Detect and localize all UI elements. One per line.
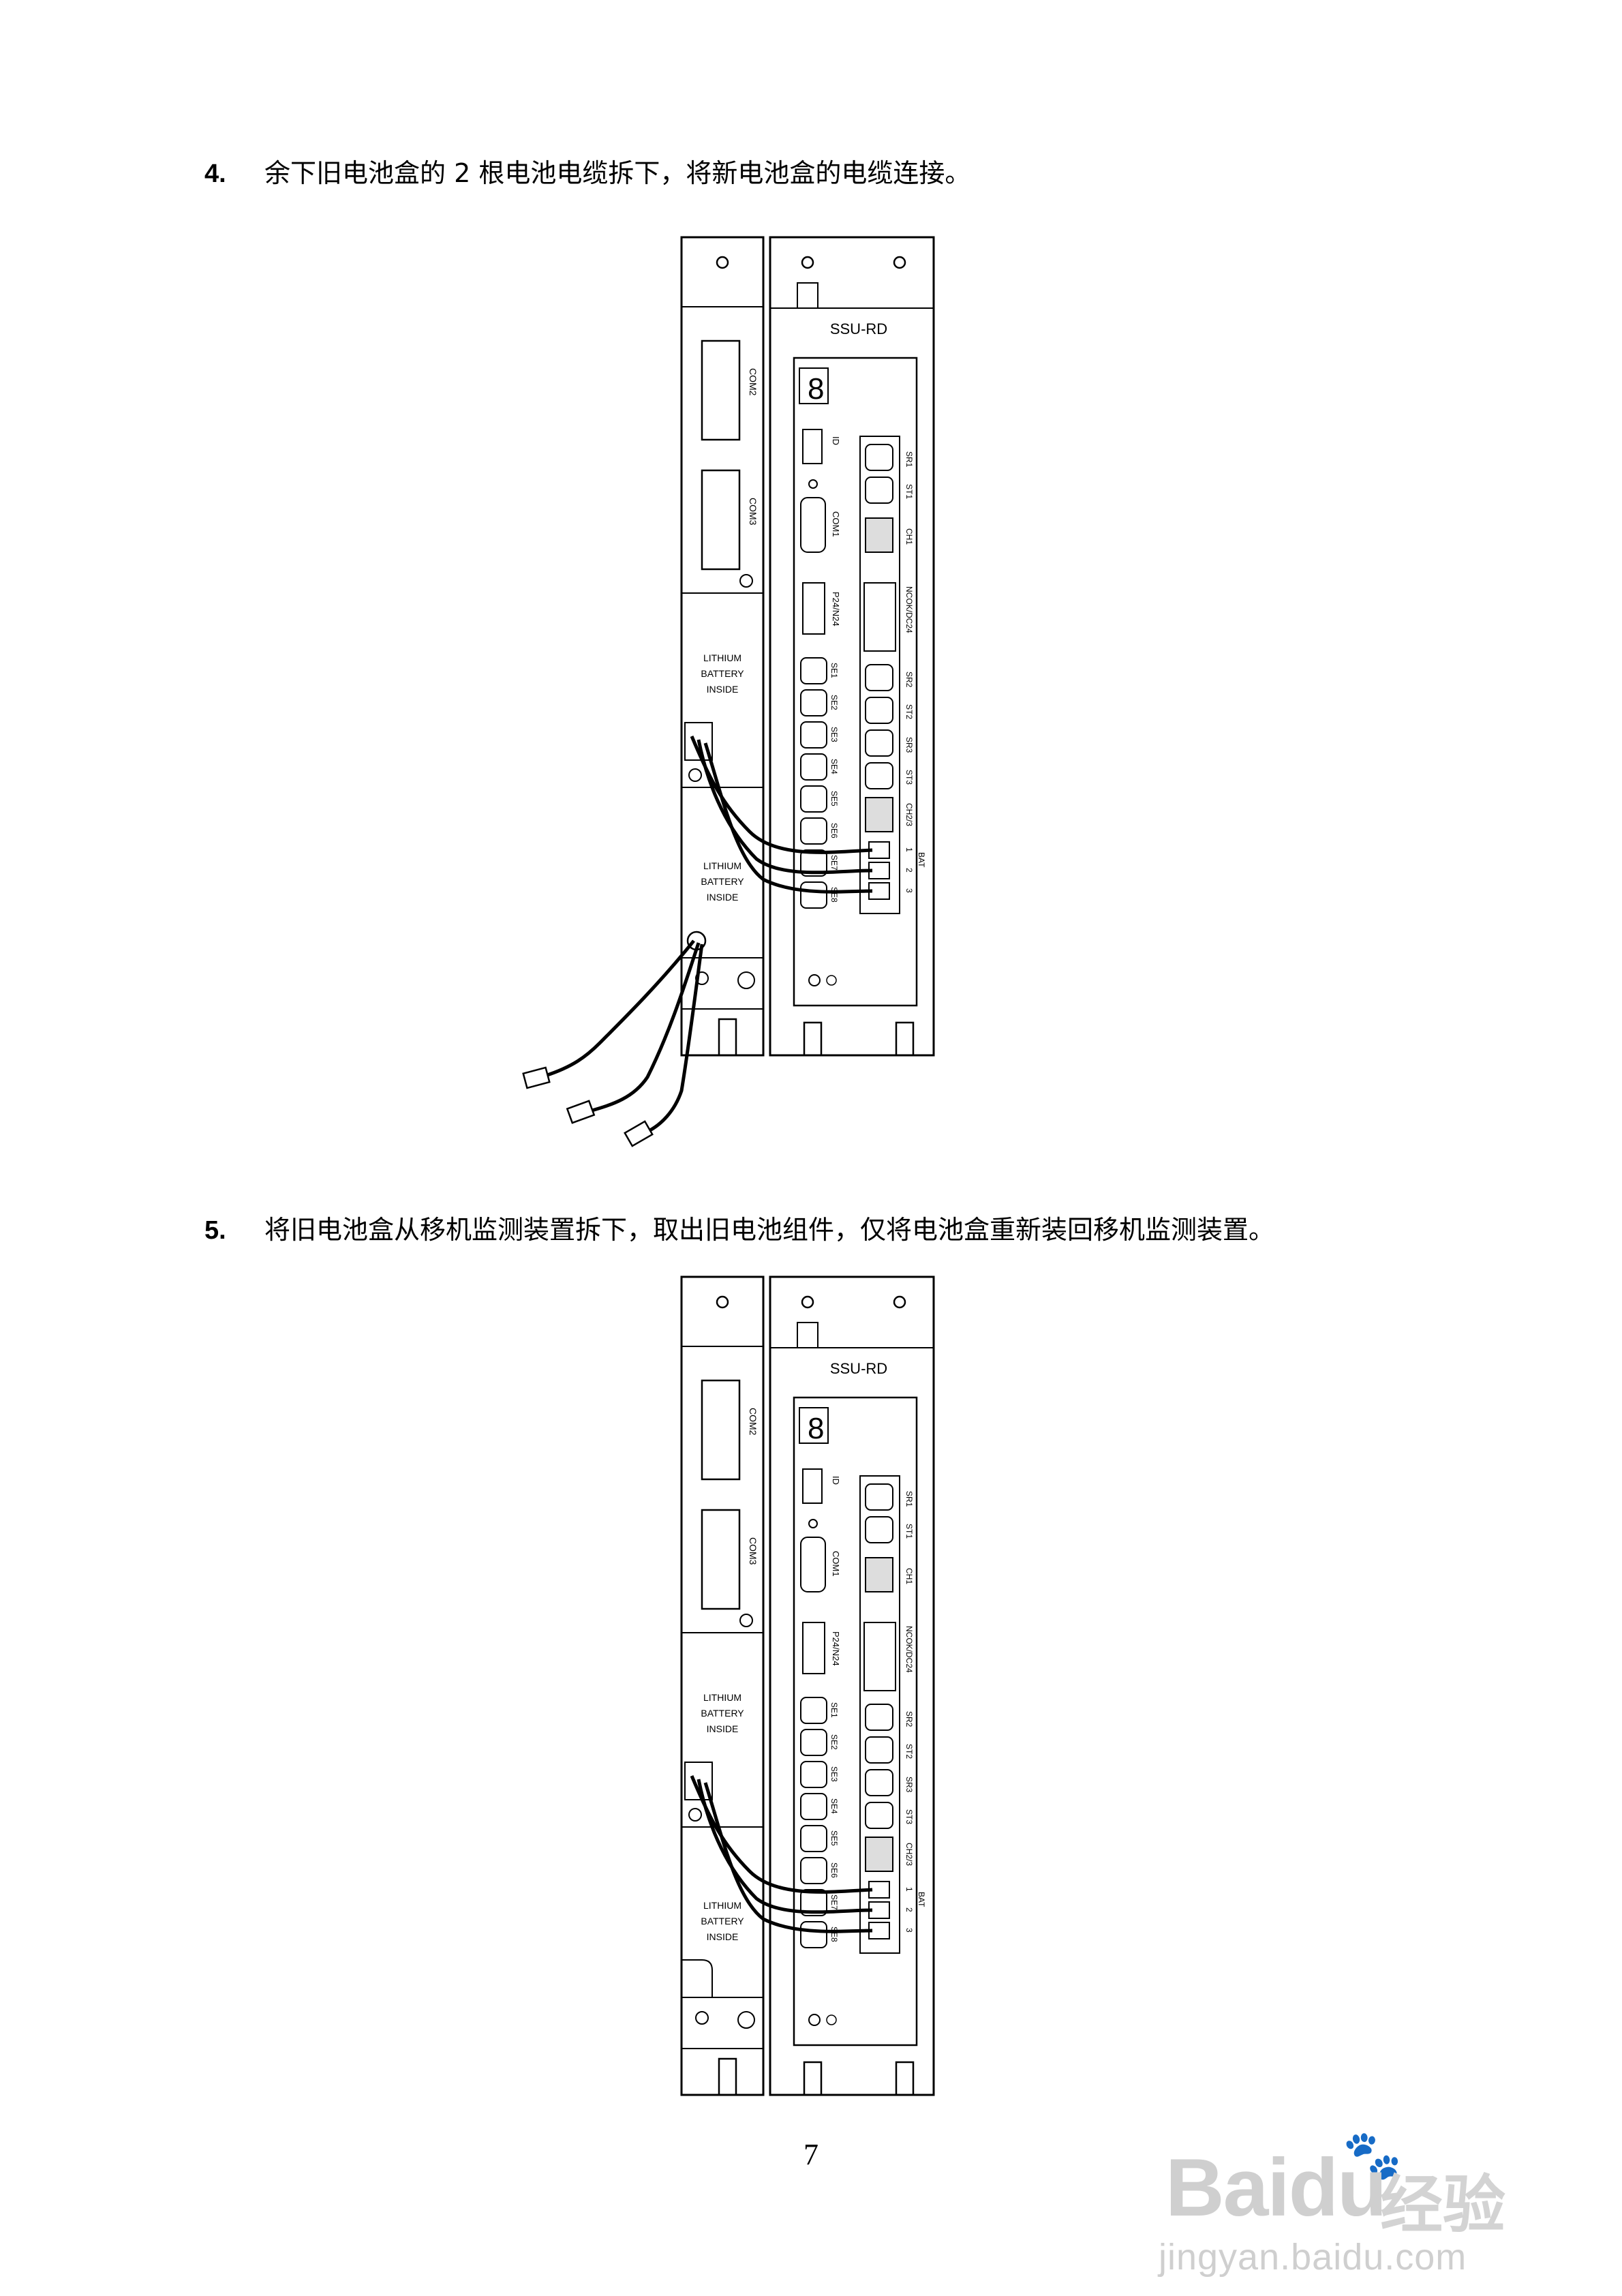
device-diagram-svg-2: COM2 COM3 LITHIUM BATTERY INSIDE LITHIUM…: [680, 1275, 935, 2096]
battery2-label-line1: LITHIUM: [703, 1900, 741, 1911]
st3-label: ST3: [904, 770, 914, 785]
baidu-jingyan-watermark: 🐾 Baidu 经验 jingyan.baidu.com: [1152, 2127, 1574, 2284]
st1-label: ST1: [904, 1524, 914, 1539]
battery2-label-line3: INSIDE: [707, 1931, 739, 1942]
st2-label: ST2: [904, 704, 914, 719]
sr1-label: SR1: [904, 1491, 914, 1507]
paw-icon: 🐾: [1343, 2127, 1403, 2183]
display-digit: 8: [808, 1412, 824, 1445]
unit-label: SSU-RD: [830, 1360, 887, 1377]
battery-label-line1: LITHIUM: [703, 652, 741, 663]
se2-label: SE2: [829, 1734, 839, 1750]
display-digit: 8: [808, 372, 824, 406]
sr2-label: SR2: [904, 671, 914, 688]
sr3-label: SR3: [904, 737, 914, 753]
com2-label: COM2: [748, 368, 759, 396]
step-text: 将旧电池盒从移机监测装置拆下，取出旧电池组件，仅将电池盒重新装回移机监测装置。: [264, 1215, 1275, 1245]
step-number: 5.: [204, 1216, 226, 1245]
se6-label: SE6: [829, 1862, 839, 1878]
bat-num-3: 3: [904, 888, 914, 893]
battery-label-line3: INSIDE: [707, 684, 739, 695]
se5-label: SE5: [829, 1830, 839, 1846]
sr1-label: SR1: [904, 451, 914, 468]
com1-label: COM1: [831, 511, 841, 537]
bat-label: BAT: [917, 1892, 926, 1907]
sr3-label: SR3: [904, 1777, 914, 1793]
watermark-url: jingyan.baidu.com: [1159, 2237, 1467, 2278]
se1-label: SE1: [829, 1702, 839, 1718]
watermark-logo-cn: 经验: [1380, 2169, 1506, 2241]
battery2-label-line2: BATTERY: [701, 876, 744, 887]
se4-label: SE4: [829, 759, 839, 774]
ch23-label: CH2/3: [904, 803, 914, 826]
ncok-label: NCOK/DC24: [904, 1626, 914, 1673]
device-diagram-svg: COM2 COM3 LITHIUM BATTERY INSIDE LITHIUM…: [522, 236, 935, 1147]
se6-label: SE6: [829, 823, 839, 839]
se4-label: SE4: [829, 1798, 839, 1814]
bat-label: BAT: [917, 852, 926, 868]
watermark-logo: Baidu: [1165, 2142, 1387, 2233]
sr2-label: SR2: [904, 1711, 914, 1727]
p24-label: P24/N24: [831, 1631, 841, 1666]
bat-num-2: 2: [904, 868, 914, 873]
battery-cable-diagram-reinstalled: COM2 COM3 LITHIUM BATTERY INSIDE LITHIUM…: [477, 1271, 954, 2110]
st1-label: ST1: [904, 484, 914, 499]
id-label: ID: [831, 436, 841, 445]
com2-label: COM2: [748, 1408, 759, 1436]
ch1-label: CH1: [904, 528, 914, 545]
step-text: 余下旧电池盒的 2 根电池电缆拆下，将新电池盒的电缆连接。: [264, 158, 971, 188]
bat-num-3: 3: [904, 1928, 914, 1933]
unit-label: SSU-RD: [830, 320, 887, 337]
se8-label: SE8: [829, 887, 839, 903]
bat-num-1: 1: [904, 1887, 914, 1892]
com1-label: COM1: [831, 1551, 841, 1577]
st2-label: ST2: [904, 1744, 914, 1759]
battery-label-line3: INSIDE: [707, 1723, 739, 1734]
battery-label-line2: BATTERY: [701, 668, 744, 679]
se3-label: SE3: [829, 1766, 839, 1782]
step-5: 5. 将旧电池盒从移机监测装置拆下，取出旧电池组件，仅将电池盒重新装回移机监测装置…: [204, 1213, 1274, 1247]
battery-cable-diagram-connected: COM2 COM3 LITHIUM BATTERY INSIDE LITHIUM…: [477, 232, 954, 1200]
se7-label: SE7: [829, 855, 839, 871]
battery2-label-line1: LITHIUM: [703, 860, 741, 871]
se7-label: SE7: [829, 1894, 839, 1910]
st3-label: ST3: [904, 1809, 914, 1824]
ch1-label: CH1: [904, 1568, 914, 1584]
page-number: 7: [804, 2138, 818, 2171]
step-number: 4.: [204, 160, 226, 188]
id-label: ID: [831, 1476, 841, 1485]
ch23-label: CH2/3: [904, 1843, 914, 1866]
se2-label: SE2: [829, 695, 839, 710]
se8-label: SE8: [829, 1927, 839, 1942]
com3-label: COM3: [748, 498, 759, 526]
battery-label-line2: BATTERY: [701, 1708, 744, 1719]
bat-num-2: 2: [904, 1907, 914, 1912]
se1-label: SE1: [829, 663, 839, 678]
ncok-label: NCOK/DC24: [904, 586, 914, 633]
battery2-label-line3: INSIDE: [707, 892, 739, 903]
p24-label: P24/N24: [831, 592, 841, 626]
se3-label: SE3: [829, 727, 839, 742]
bat-num-1: 1: [904, 847, 914, 852]
battery-label-line1: LITHIUM: [703, 1692, 741, 1703]
step-4: 4. 余下旧电池盒的 2 根电池电缆拆下，将新电池盒的电缆连接。: [204, 157, 970, 190]
se5-label: SE5: [829, 791, 839, 806]
battery2-label-line2: BATTERY: [701, 1916, 744, 1927]
com3-label: COM3: [748, 1537, 759, 1565]
